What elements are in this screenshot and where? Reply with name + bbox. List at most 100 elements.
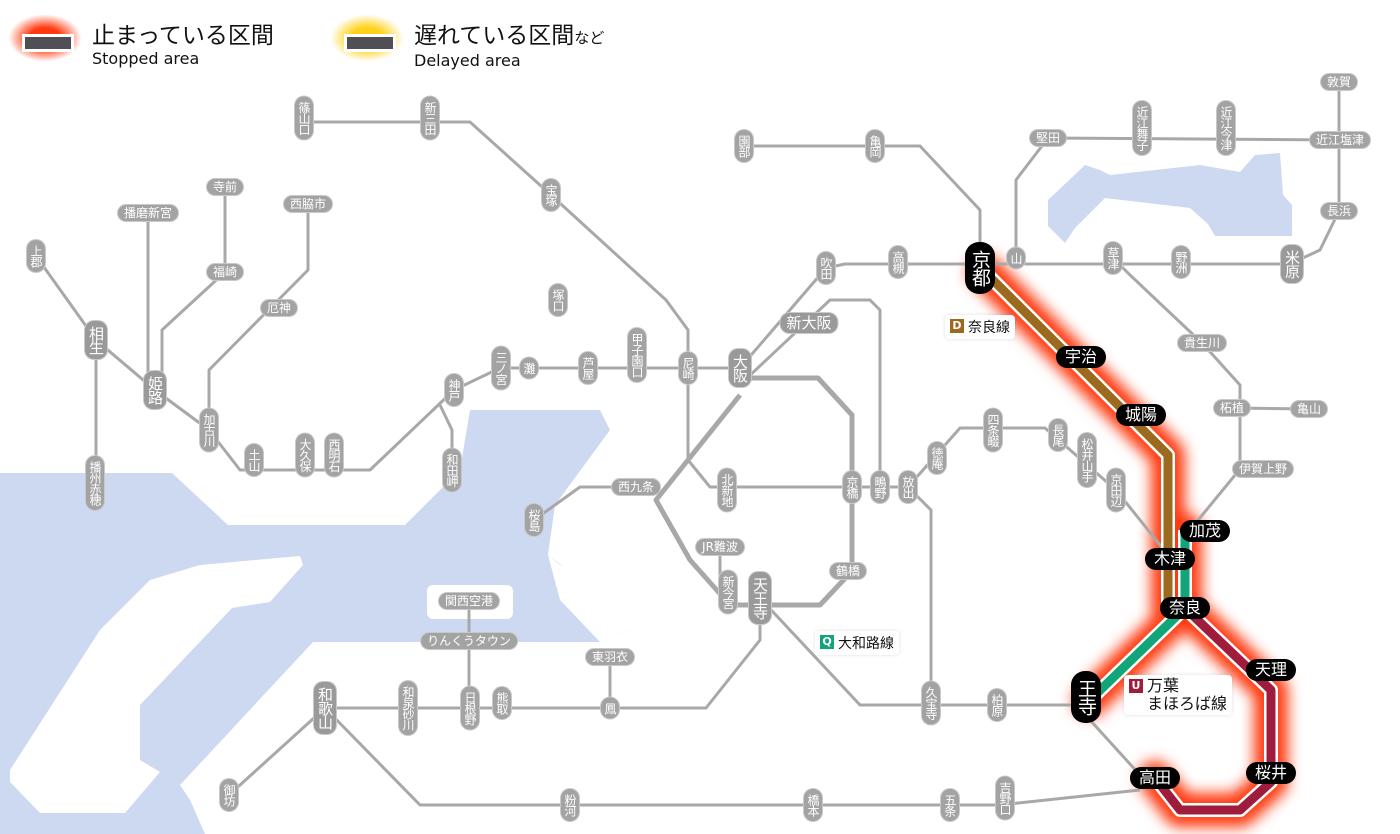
station[interactable]: 堅田 — [1029, 130, 1067, 146]
affected-station[interactable]: 加茂 — [1179, 520, 1231, 542]
station[interactable]: 近江塩津 — [1309, 132, 1371, 148]
station[interactable]: 和田岬 — [443, 448, 461, 492]
station[interactable]: 福崎 — [206, 264, 244, 280]
station[interactable]: 熊取 — [493, 687, 511, 719]
station[interactable]: 柏原 — [988, 689, 1006, 721]
station[interactable]: 甲子園口 — [628, 328, 646, 382]
station[interactable]: 粉河 — [561, 789, 579, 821]
station[interactable]: 橋本 — [804, 789, 822, 821]
manyo-line-name-1: 万葉 — [1147, 676, 1180, 695]
station[interactable]: 吹田 — [817, 252, 835, 284]
station[interactable]: りんくうタウン — [421, 633, 517, 649]
station[interactable]: 播磨新宮 — [117, 205, 179, 221]
station[interactable]: 亀岡 — [866, 130, 884, 162]
station[interactable]: 三ノ宮 — [492, 346, 510, 390]
nara-line-label[interactable]: D 奈良線 — [945, 315, 1015, 339]
station[interactable]: 芦屋 — [579, 352, 597, 384]
legend-stopped-ja: 止まっている区間 — [92, 23, 274, 49]
manyo-line-name-2: まほろば線 — [1147, 694, 1228, 713]
osaka-bay — [0, 410, 640, 834]
station[interactable]: 敦賀 — [1320, 74, 1358, 90]
nara-line-name: 奈良線 — [968, 320, 1010, 336]
station[interactable]: 大久保 — [296, 433, 314, 477]
station[interactable]: 上郡 — [27, 240, 45, 272]
station[interactable]: 貴生川 — [1177, 335, 1227, 351]
manyo-line-label[interactable]: U 万葉まほろば線 — [1124, 675, 1233, 715]
yamatoji-line-name: 大和路線 — [838, 636, 894, 652]
station[interactable]: 放出 — [899, 471, 917, 503]
affected-station[interactable]: 木津 — [1144, 548, 1196, 570]
affected-station[interactable]: 桜井 — [1245, 762, 1297, 784]
station[interactable]: 日根野 — [461, 686, 479, 730]
station[interactable]: 天王寺 — [749, 572, 771, 624]
nara-line-badge: D — [950, 319, 964, 333]
station[interactable]: 鴫野 — [871, 471, 889, 503]
station[interactable]: 園部 — [735, 130, 753, 162]
manyo-line-badge: U — [1129, 679, 1143, 693]
station[interactable]: 五条 — [941, 789, 959, 821]
station[interactable]: 姫路 — [144, 371, 166, 409]
station[interactable]: 灘 — [520, 357, 538, 379]
station[interactable]: JR難波 — [696, 539, 744, 555]
station[interactable]: 塚口 — [549, 284, 567, 316]
legend-delayed-suffix: など — [574, 29, 605, 47]
station[interactable]: 大阪 — [729, 349, 751, 387]
station[interactable]: 近江舞子 — [1133, 101, 1151, 155]
delayed-swatch — [344, 34, 396, 52]
station[interactable]: 土山 — [245, 444, 263, 476]
station[interactable]: 神戸 — [445, 374, 463, 406]
station[interactable]: 草津 — [1104, 242, 1122, 274]
station[interactable]: 西脇市 — [283, 196, 333, 212]
station[interactable]: 米原 — [1281, 245, 1303, 283]
station[interactable]: 西九条 — [611, 479, 661, 495]
affected-station[interactable]: 宇治 — [1055, 346, 1107, 368]
station[interactable]: 北新地 — [718, 468, 736, 512]
yamatoji-line-label[interactable]: Q 大和路線 — [815, 631, 899, 655]
station[interactable]: 篠山口 — [295, 96, 313, 140]
station[interactable]: 徳庵 — [928, 442, 946, 474]
affected-station[interactable]: 奈良 — [1159, 597, 1211, 619]
station[interactable]: 御坊 — [220, 779, 238, 811]
station[interactable]: 西明石 — [325, 433, 343, 477]
station[interactable]: 鶴橋 — [829, 563, 867, 579]
station[interactable]: 京田辺 — [1107, 468, 1125, 512]
station[interactable]: 京橋 — [843, 471, 861, 503]
legend-stopped-en: Stopped area — [92, 49, 200, 68]
station[interactable]: 相生 — [85, 321, 107, 359]
station[interactable]: 新大阪 — [780, 313, 838, 333]
station[interactable]: 和泉砂川 — [399, 681, 417, 735]
station[interactable]: 尼崎 — [679, 352, 697, 384]
legend-delayed-en: Delayed area — [414, 51, 521, 70]
station[interactable]: 久宝寺 — [922, 681, 940, 725]
station[interactable]: 和歌山 — [314, 682, 336, 734]
station[interactable]: 加古川 — [200, 408, 218, 452]
station[interactable]: 新今宮 — [719, 570, 737, 614]
station[interactable]: 伊賀上野 — [1232, 461, 1294, 477]
station[interactable]: 亀山 — [1290, 401, 1328, 417]
affected-station[interactable]: 天理 — [1245, 659, 1297, 681]
station[interactable]: 野洲 — [1172, 246, 1190, 278]
station[interactable]: 播州赤穂 — [86, 456, 104, 510]
station[interactable]: 新三田 — [421, 96, 439, 140]
affected-station[interactable]: 高田 — [1129, 767, 1181, 789]
station[interactable]: 柘植 — [1213, 400, 1251, 416]
station[interactable]: 桜島 — [525, 504, 543, 536]
station[interactable]: 吉野口 — [996, 776, 1014, 820]
affected-station[interactable]: 城陽 — [1115, 404, 1167, 426]
station[interactable]: 松井山手 — [1078, 433, 1096, 487]
port-land — [548, 555, 640, 642]
affected-station[interactable]: 京都 — [965, 242, 995, 294]
station[interactable]: 山 — [1007, 247, 1025, 269]
station[interactable]: 宝塚 — [542, 179, 560, 211]
station[interactable]: 長尾 — [1049, 419, 1067, 451]
station[interactable]: 長浜 — [1320, 203, 1358, 219]
station[interactable]: 高槻 — [889, 246, 907, 278]
station[interactable]: 関西空港 — [438, 593, 500, 609]
station[interactable]: 鳳 — [601, 697, 619, 719]
station[interactable]: 東羽衣 — [585, 649, 635, 665]
station[interactable]: 寺前 — [206, 179, 244, 195]
station[interactable]: 近江今津 — [1217, 101, 1235, 155]
station[interactable]: 厄神 — [260, 300, 298, 316]
affected-station[interactable]: 王寺 — [1071, 671, 1101, 723]
station[interactable]: 四条畷 — [984, 408, 1002, 452]
